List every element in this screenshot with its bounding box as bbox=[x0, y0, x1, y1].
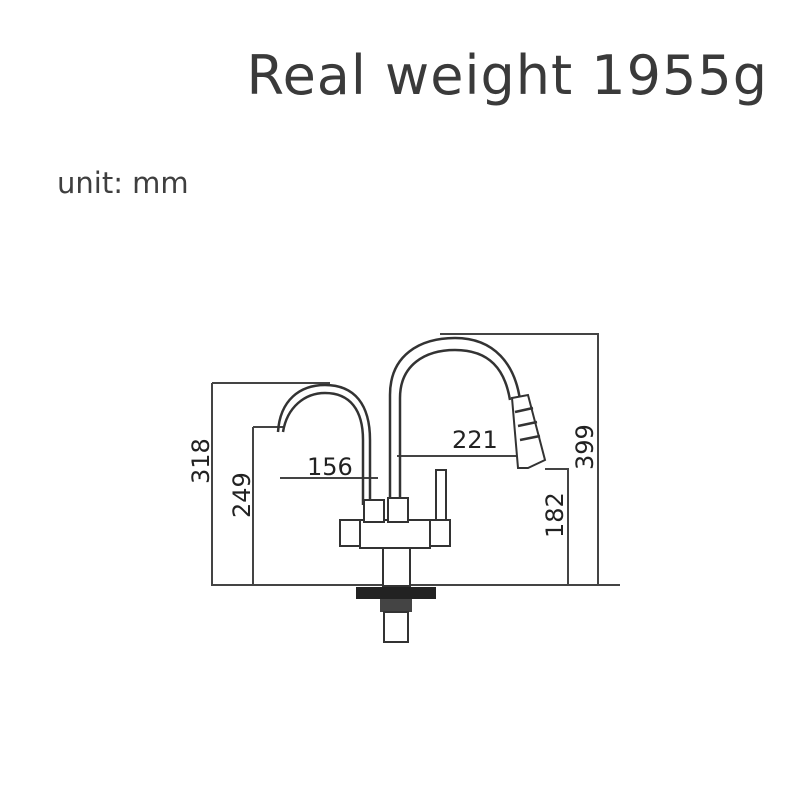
left-spout-height-label: 318 bbox=[187, 438, 215, 484]
right-knob bbox=[429, 519, 451, 547]
mount-nut bbox=[380, 599, 412, 612]
mount-shank bbox=[383, 611, 409, 643]
left-outlet-height-line bbox=[252, 426, 283, 585]
left-outlet-height-label: 249 bbox=[228, 472, 256, 518]
filter-spout-outer bbox=[276, 383, 372, 505]
main-spout-height-label: 399 bbox=[571, 424, 599, 470]
main-spout-reach-label: 221 bbox=[452, 426, 498, 454]
main-spout-inner bbox=[398, 348, 512, 505]
main-spout-height-line bbox=[440, 333, 599, 585]
filter-spout-inner bbox=[281, 391, 365, 505]
spray-head bbox=[510, 393, 547, 469]
mounting-base bbox=[356, 587, 436, 643]
main-outlet-height-line bbox=[545, 468, 569, 585]
faucet-body bbox=[359, 519, 431, 549]
left-spout-reach-label: 156 bbox=[307, 453, 353, 481]
faucet-neck bbox=[382, 547, 411, 587]
left-valve bbox=[363, 499, 385, 523]
dimension-lines bbox=[211, 333, 620, 586]
main-spout-outer bbox=[388, 336, 522, 505]
left-knob bbox=[339, 519, 361, 547]
faucet-outline bbox=[276, 336, 547, 587]
mount-plate bbox=[356, 587, 436, 599]
right-lever-handle bbox=[435, 469, 447, 523]
product-weight-title: Real weight 1955g bbox=[246, 44, 768, 107]
main-outlet-height-label: 182 bbox=[541, 492, 569, 538]
center-valve bbox=[387, 497, 409, 523]
left-spout-height-line bbox=[211, 382, 620, 586]
unit-label: unit: mm bbox=[57, 166, 189, 200]
